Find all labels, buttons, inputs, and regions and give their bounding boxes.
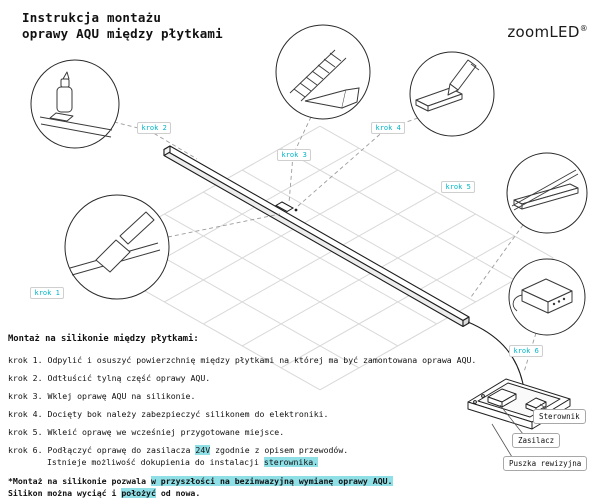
brand-logo-text: zoomLED: [507, 23, 580, 41]
step-6-text-pre: Podłączyć oprawę do zasilacza: [47, 445, 196, 455]
instruction-step-6-continuation: Istnieje możliwość dokupienia do instala…: [47, 457, 476, 467]
label-zasilacz: Zasilacz: [512, 433, 561, 448]
instruction-step-3: krok 3. Wklej oprawę AQU na silikonie.: [8, 391, 476, 401]
scraper-sketch: [69, 211, 161, 276]
step-6-text-post: zgodnie z opisem przewodów.: [210, 445, 349, 455]
step-1-text: Odpylić i osuszyć powierzchnię między pł…: [47, 355, 477, 365]
step-2-label: krok 2.: [8, 373, 43, 383]
led-profile: [163, 145, 470, 328]
page-title: Instrukcja montażu oprawy AQU między pły…: [22, 10, 223, 42]
step-6-label: krok 6.: [8, 445, 43, 455]
step-tag-krok-1: krok 1: [30, 287, 65, 299]
instruction-step-2: krok 2. Odtłuścić tylną część oprawy AQU.: [8, 373, 476, 383]
step-5-text: Wkleić oprawę we wcześniej przygotowane …: [47, 427, 285, 437]
step-tag-krok-2: krok 2: [137, 122, 172, 134]
step-tag-krok-5: krok 5: [441, 181, 476, 193]
step-6-line2-pre: Istnieje możliwość dokupienia do instala…: [47, 457, 264, 467]
screw: [481, 394, 485, 398]
step-tag-krok-3: krok 3: [277, 149, 312, 161]
silicone-tube-sketch: [39, 71, 113, 138]
step-4-label: krok 4.: [8, 409, 43, 419]
press-profile-sketch: [511, 169, 579, 211]
step-5-label: krok 5.: [8, 427, 43, 437]
registered-mark: ®: [579, 24, 588, 33]
instructions-heading: Montaż na silikonie między płytkami:: [8, 334, 199, 344]
step-tag-krok-4: krok 4: [371, 122, 406, 134]
footnote-1-highlight: w przyszłości na bezinwazyjną wymianę op…: [150, 476, 393, 486]
step-1-label: krok 1.: [8, 355, 43, 365]
step-3-text: Wklej oprawę AQU na silikonie.: [47, 391, 196, 401]
step-6-line2-highlight: sterownika.: [263, 457, 319, 467]
footnote-2-highlight: położyć: [121, 488, 156, 498]
leader-krok-5: [470, 224, 524, 298]
screw: [473, 400, 477, 404]
instruction-step-1: krok 1. Odpylić i osuszyć powierzchnię mi…: [8, 355, 476, 365]
footnote-2-post: od nowa.: [155, 488, 201, 498]
leader-krok-1: [167, 213, 281, 238]
footnote-line-2: Silikon można wyciąć i położyć od nowa.: [8, 488, 476, 498]
page-title-line1: Instrukcja montażu: [22, 10, 162, 25]
profile-connector: [274, 201, 298, 213]
instruction-step-6: krok 6. Podłączyć oprawę do zasilacza 24V…: [8, 445, 476, 455]
silicone-application-sketch: [289, 49, 360, 109]
power-cable: [467, 321, 524, 385]
instructions-block: Montaż na silikonie między płytkami: kro…: [8, 334, 476, 500]
callout-circles: [30, 24, 588, 336]
marker-sketch: [415, 59, 480, 112]
instruction-step-4: krok 4. Docięty bok należy zabezpieczyć s…: [8, 409, 476, 419]
label-sterownik: Sterownik: [533, 409, 586, 424]
instruction-step-5: krok 5. Wkleić oprawę we wcześniej przygo…: [8, 427, 476, 437]
callout-circle-step2: [30, 59, 120, 149]
power-supply-sketch: [512, 278, 573, 314]
step-2-text: Odtłuścić tylną część oprawy AQU.: [47, 373, 211, 383]
footnote-2-pre: Silikon można wyciąć i: [8, 488, 122, 498]
page-title-line2: oprawy AQU między płytkami: [22, 26, 223, 41]
label-puszka-rewizyjna: Puszka rewizyjna: [503, 456, 588, 471]
step-tag-krok-6: krok 6: [509, 345, 544, 357]
footnote-line-1: *Montaż na silikonie pozwala w przyszłoś…: [8, 476, 476, 486]
step-4-text: Docięty bok należy zabezpieczyć silikone…: [47, 409, 329, 419]
footnote-1-pre: *Montaż na silikonie pozwala: [8, 476, 151, 486]
step-3-label: krok 3.: [8, 391, 43, 401]
step-6-highlight: 24V: [195, 445, 211, 455]
brand-logo: zoomLED®: [507, 23, 588, 41]
